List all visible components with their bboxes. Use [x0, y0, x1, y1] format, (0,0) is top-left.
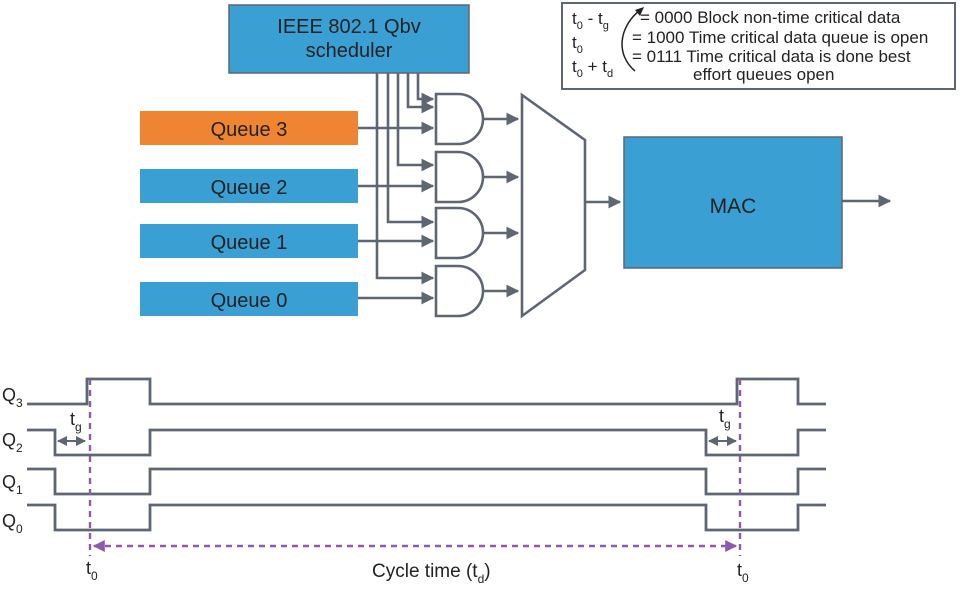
mac-block: MAC [623, 136, 843, 269]
and-gate-2 [434, 150, 485, 204]
waveform-q0 [27, 503, 826, 532]
scheduler-control-wires [375, 73, 435, 285]
legend-curved-arrow [621, 9, 641, 72]
scheduler-title: IEEE 802.1 Qbv [277, 16, 420, 38]
cycle-markers: t0 t0 Cycle time (td) [86, 379, 749, 586]
waveform-q1 [27, 467, 826, 496]
signal-label-q0: Q0 [2, 511, 23, 536]
guard-band-markers: tg tg [57, 406, 737, 446]
queue-block-0: Queue 0 [140, 282, 358, 316]
gate-legend: t0 - tg t0 t0 + td = 0000 Block non-time… [561, 2, 956, 90]
queue-label: Queue 1 [211, 232, 288, 254]
multiplexer [520, 92, 587, 319]
cycle-end-label: t0 [737, 560, 749, 585]
scheduler-subtitle: scheduler [306, 40, 393, 62]
legend-desc-0: = 0000 Block non-time critical data [640, 8, 901, 27]
queue-to-gate-wires [358, 121, 435, 305]
and-gates [434, 92, 485, 318]
cycle-start-label: t0 [86, 558, 98, 583]
guard-label-start: tg [70, 409, 82, 434]
and-gate-1 [434, 206, 485, 260]
queue-block-3: Queue 3 [140, 111, 358, 145]
queue-block-2: Queue 2 [140, 169, 358, 203]
queue-block-1: Queue 1 [140, 224, 358, 258]
mac-label: MAC [710, 195, 757, 218]
signal-label-q1: Q1 [2, 472, 23, 497]
cycle-time-label: Cycle time (td) [372, 561, 491, 586]
legend-desc-continuation: effort queues open [693, 65, 834, 84]
legend-desc-1: = 1000 Time critical data queue is open [632, 28, 928, 47]
legend-desc-2: = 0111 Time critical data is done best [632, 47, 911, 66]
waveforms [27, 377, 826, 532]
signal-label-q2: Q2 [2, 430, 23, 455]
queue-label: Queue 2 [211, 177, 288, 199]
signal-labels: Q3 Q2 Q1 Q0 [2, 385, 23, 536]
legend-time-2-start: t0 + td [572, 57, 613, 80]
legend-time-0-start: t0 - tg [572, 9, 609, 32]
guard-label-end: tg [719, 406, 731, 431]
and-gate-3 [434, 92, 485, 146]
signal-label-q3: Q3 [2, 385, 23, 410]
waveform-q2 [27, 428, 826, 457]
legend-time-1-start: t0 [572, 33, 583, 56]
waveform-q3 [27, 377, 826, 406]
scheduler-block: IEEE 802.1 Qbv scheduler [228, 4, 470, 74]
gate-to-mux-wires [483, 112, 520, 298]
queue-label: Queue 3 [211, 119, 288, 141]
queue-label: Queue 0 [211, 290, 288, 312]
and-gate-0 [434, 264, 485, 318]
